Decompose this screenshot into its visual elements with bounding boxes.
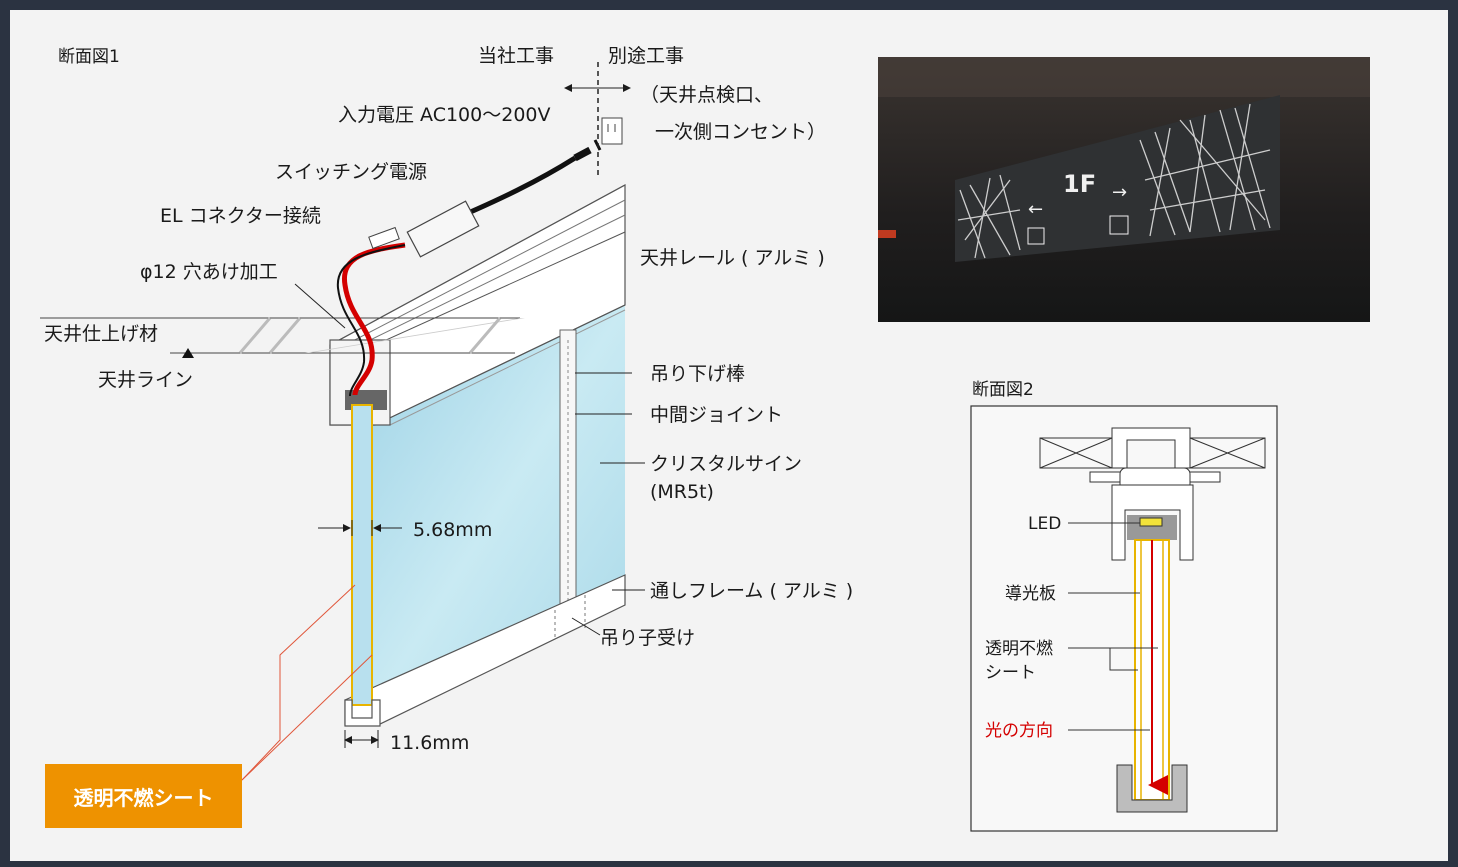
label-ceiling-access-2: 一次側コンセント） xyxy=(655,121,826,143)
label-thickness: 5.68mm xyxy=(413,519,492,541)
label-ceiling-line: 天井ライン xyxy=(98,369,193,391)
outlet xyxy=(601,117,623,145)
label-sheet-1: 透明不燃 xyxy=(985,639,1053,659)
label-led: LED xyxy=(1028,514,1061,534)
label-hole: φ12 穴あけ加工 xyxy=(140,261,278,283)
restroom-icon xyxy=(1027,227,1045,245)
section2-title: 断面図2 xyxy=(972,380,1034,400)
section1-title: 断面図1 xyxy=(58,47,120,67)
label-input-voltage: 入力電圧 AC100～200V xyxy=(338,104,551,126)
red-cable xyxy=(342,242,406,396)
photo-floor-label: 1F xyxy=(1063,170,1096,198)
label-ceiling-finish: 天井仕上げ材 xyxy=(44,323,158,345)
label-ceiling-access-1: （天井点検口、 xyxy=(640,84,773,106)
label-el-connector: EL コネクター接続 xyxy=(160,205,321,227)
label-hanging-rod: 吊り下げ棒 xyxy=(650,363,745,385)
section1-drawing xyxy=(40,62,645,781)
light-guide-edge xyxy=(351,404,373,706)
accessible-icon xyxy=(1109,215,1129,235)
section2-drawing xyxy=(970,405,1278,832)
label-crystal-sign-model: (MR5t) xyxy=(650,481,714,503)
transparent-sheet-badge: 透明不燃シート xyxy=(45,764,242,828)
label-crystal-sign: クリスタルサイン xyxy=(650,453,802,475)
label-ceiling-rail: 天井レール ( アルミ ) xyxy=(640,247,825,269)
label-light-direction: 光の方向 xyxy=(985,721,1053,741)
label-switching-power: スイッチング電源 xyxy=(275,161,427,183)
label-width: 11.6mm xyxy=(390,732,469,754)
label-hanger-receiver: 吊り子受け xyxy=(600,627,695,649)
label-sheet-2: シート xyxy=(985,663,1036,683)
photo-arrow-right: → xyxy=(1112,182,1127,203)
switching-power-unit xyxy=(406,200,480,258)
label-light-guide: 導光板 xyxy=(1005,584,1056,604)
label-separate-work: 別途工事 xyxy=(608,45,684,67)
installation-photo: 1F ← → xyxy=(878,57,1370,322)
photo-arrow-left: ← xyxy=(1028,199,1043,220)
label-through-frame: 通しフレーム ( アルミ ) xyxy=(650,580,853,602)
label-middle-joint: 中間ジョイント xyxy=(650,404,783,426)
label-company-work: 当社工事 xyxy=(478,45,554,67)
